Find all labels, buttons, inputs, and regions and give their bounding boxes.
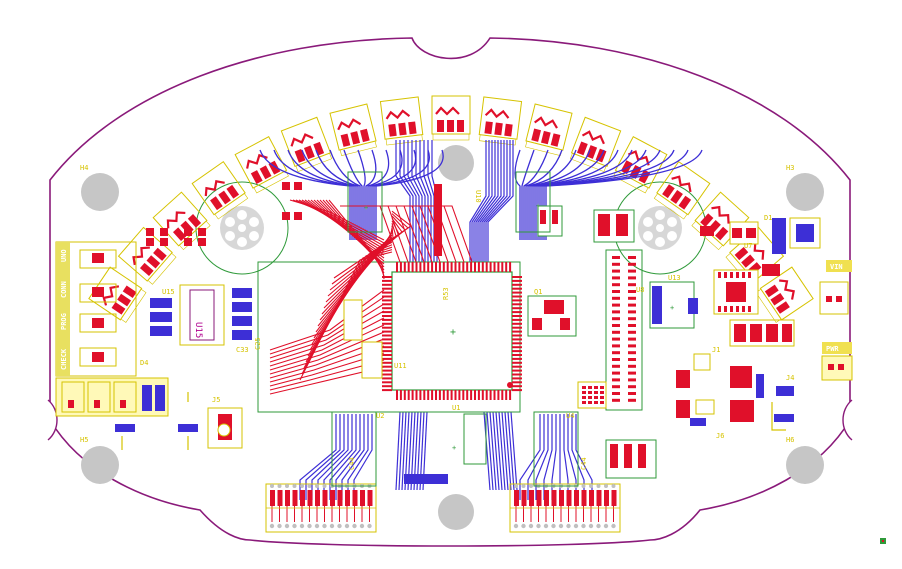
main-ic-footprint: +: [257, 261, 522, 413]
left-header-block: UNO CONN PROG CHECK: [55, 241, 137, 377]
arc-pad-group: [329, 103, 377, 157]
label-u11: U11: [394, 362, 407, 370]
mounting-hole-h6: [786, 446, 824, 484]
svg-text:+: +: [450, 327, 456, 338]
label-u13: U13: [668, 274, 681, 282]
center-labels: + + + U2 U4 U10 C44 C44 R53 C25 J5 D4 J1…: [140, 171, 752, 487]
arc-pad-group: [653, 161, 711, 220]
label-j1: J1: [712, 346, 720, 354]
diagonal-traces: [269, 199, 473, 395]
chip-marking: U15: [193, 322, 203, 338]
label-j4: J4: [786, 374, 794, 382]
arc-pad-group: [379, 96, 424, 146]
round-connector-right: [613, 181, 707, 275]
arc-pad-group: [755, 266, 814, 323]
mounting-hole-h5: [81, 446, 119, 484]
svg-text:+: +: [670, 304, 674, 312]
label-main-ic: U1: [452, 404, 460, 412]
svg-text:+: +: [364, 204, 368, 212]
hole-label-h6: H6: [786, 436, 794, 444]
mounting-holes: H4 H3 H5 H6: [80, 145, 824, 530]
arc-pad-group: [431, 95, 471, 141]
hole-label-h3: H3: [786, 164, 794, 172]
label-q1: Q1: [534, 288, 542, 296]
label-d1: D1: [764, 214, 772, 222]
arc-pad-group: [191, 161, 249, 220]
arc-pad-group: [88, 266, 147, 323]
small-sensor-block: [207, 299, 383, 449]
hole-label-h5: H5: [80, 436, 88, 444]
svg-text:+: +: [536, 202, 540, 210]
right-components: + U13 Q1 VIN PWR D1 J4: [527, 205, 853, 479]
label-u8: U8: [636, 286, 644, 294]
left-notch: [47, 399, 58, 441]
side-label-uno: UNO: [60, 249, 68, 262]
label-u15: U15: [162, 288, 175, 296]
mounting-hole-top: [438, 145, 474, 181]
label-u7: U7: [744, 242, 752, 250]
mounting-hole-bottom: [438, 494, 474, 530]
hole-label-h4: H4: [80, 164, 88, 172]
label-u10: U10: [474, 190, 482, 203]
button-blocks-left: [55, 377, 198, 450]
top-left-pads: [146, 182, 302, 246]
bottom-connectors: [265, 474, 621, 533]
right-notch: [842, 399, 853, 441]
round-connector-left: [195, 181, 289, 275]
label-j5: J5: [212, 396, 220, 404]
label-c33: C33: [236, 346, 249, 354]
label-u2: U2: [376, 412, 384, 420]
label-j6: J6: [716, 432, 724, 440]
side-label-check: CHECK: [60, 348, 68, 370]
arc-pad-group: [478, 96, 523, 146]
label-c44b: C44: [580, 457, 588, 470]
arc-pad-group: [525, 103, 573, 157]
side-label-prog: PROG: [60, 313, 68, 330]
label-c44a: C44: [348, 457, 356, 470]
side-label-conn: CONN: [60, 281, 68, 298]
svg-text:+: +: [452, 444, 456, 452]
label-pwr: PWR: [826, 345, 839, 353]
arc-pad-group: [280, 116, 333, 173]
mounting-hole-h3: [786, 173, 824, 211]
label-r53: R53: [442, 287, 450, 300]
label-vin: VIN: [830, 263, 843, 271]
mounting-hole-h4: [81, 173, 119, 211]
label-c25: C25: [254, 337, 262, 350]
label-u4: U4: [566, 412, 574, 420]
u15-chip: U15 U15 C33: [150, 284, 252, 354]
label-d4: D4: [140, 359, 148, 367]
